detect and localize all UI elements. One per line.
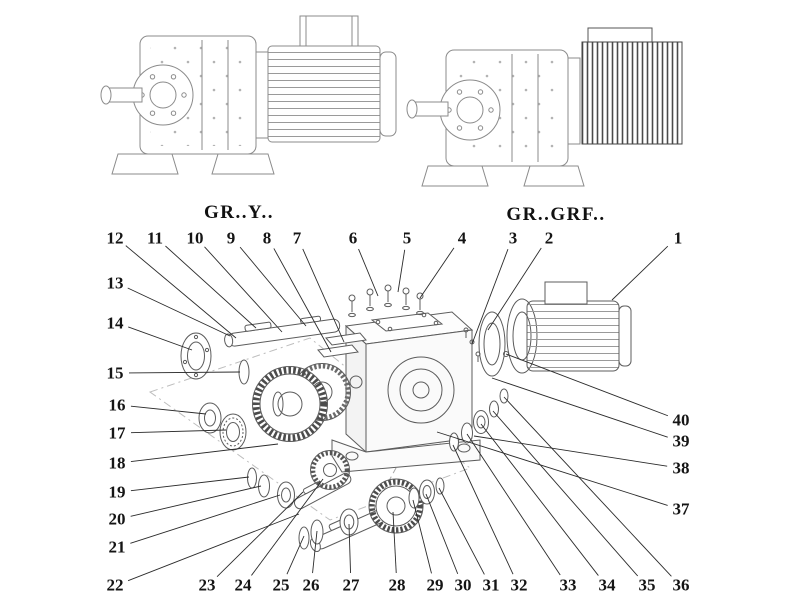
spacer (408, 487, 420, 509)
mounting-foot (211, 153, 275, 175)
assembled-view-gr-y (100, 15, 397, 175)
washer (461, 422, 473, 444)
fan-cover (379, 51, 397, 137)
fan-cover (618, 305, 632, 367)
bearing-output-left (339, 508, 359, 536)
mounting-foot (523, 165, 585, 187)
assembled-view-gr-grf (406, 27, 683, 187)
adapter-flange (255, 51, 269, 139)
big-gear (252, 366, 328, 442)
output-bore (387, 356, 455, 424)
motor-body (526, 300, 620, 372)
label-gr-grf: GR..GRF.. (506, 204, 606, 225)
spacer (489, 400, 499, 418)
oil-plug (349, 375, 363, 389)
finned-block (581, 41, 683, 145)
bearing-pinion (277, 481, 295, 509)
top-plate (587, 27, 653, 43)
bushing (198, 402, 222, 434)
housing (317, 311, 481, 473)
washer (310, 519, 324, 545)
shim-washer (238, 359, 250, 385)
mounting-foot (421, 165, 489, 187)
bearing-output-right (419, 479, 435, 505)
exploded-view (148, 281, 632, 553)
bearing-left (219, 413, 247, 451)
mounting-foot (111, 153, 179, 175)
motor (506, 281, 632, 374)
circlip (247, 467, 257, 489)
terminal-box (299, 15, 359, 47)
cover-bolts (348, 284, 424, 318)
pinion-shaft (293, 472, 352, 510)
circlip (449, 432, 459, 452)
axis-plane (148, 337, 471, 521)
terminal-box (544, 281, 588, 305)
input-hub (439, 79, 501, 141)
input-shaft (224, 315, 341, 348)
circlip (499, 388, 509, 404)
input-bearing-flange (180, 332, 212, 380)
bearing-small (473, 410, 489, 434)
circlip (435, 477, 445, 495)
gasket (317, 344, 359, 358)
small-gear (310, 450, 350, 490)
washer (258, 474, 270, 498)
washer (298, 526, 310, 550)
label-gr-y: GR..Y.. (204, 202, 274, 223)
inspection-cover (370, 312, 444, 332)
adapter-flange (567, 57, 581, 145)
motor-body (267, 45, 381, 143)
